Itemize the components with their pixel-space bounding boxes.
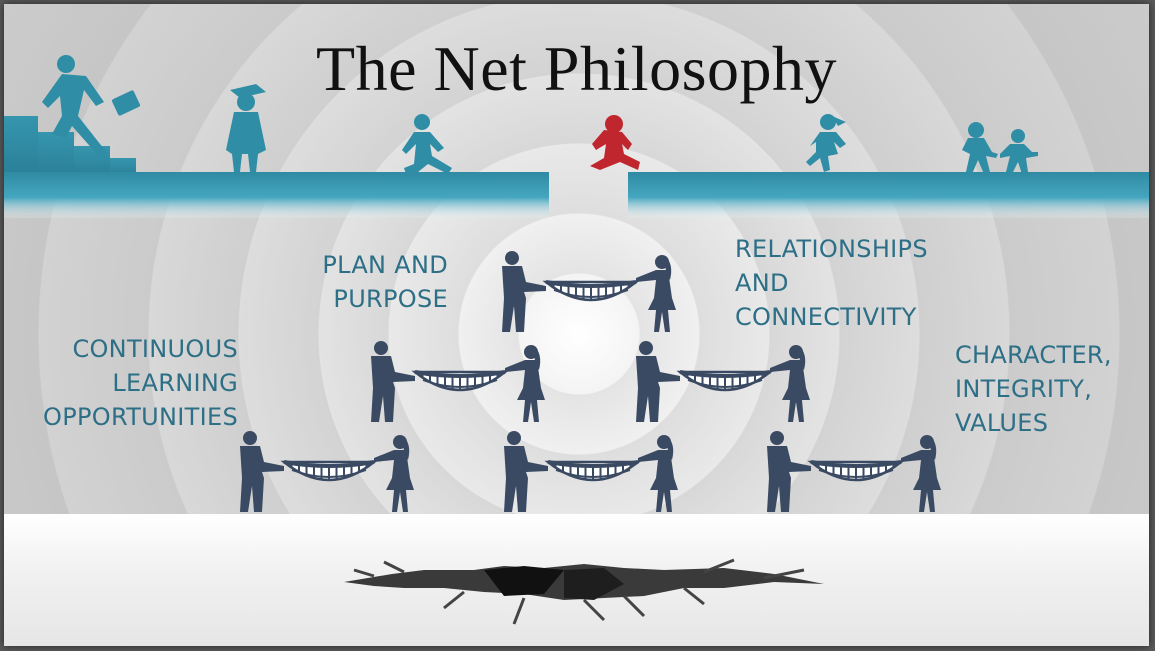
running-girl-silhouette xyxy=(806,114,846,172)
label-line: CONNECTIVITY xyxy=(735,303,917,331)
net-pair-4 xyxy=(240,431,414,512)
net-pairs-group xyxy=(240,251,941,512)
label-line: VALUES xyxy=(955,409,1049,437)
label-character: CHARACTER, INTEGRITY, VALUES xyxy=(955,338,1112,440)
man-silhouette xyxy=(240,431,284,512)
label-line: CONTINUOUS xyxy=(72,335,238,363)
net-pair-6 xyxy=(767,431,941,512)
label-line: LEARNING xyxy=(112,369,238,397)
man-silhouette xyxy=(371,341,415,422)
illustration xyxy=(4,55,1149,625)
ledge-left xyxy=(4,172,549,218)
man-silhouette xyxy=(504,431,548,512)
woman-silhouette xyxy=(636,255,676,332)
safety-net xyxy=(807,460,905,482)
safety-net xyxy=(542,280,640,302)
label-line: CHARACTER, xyxy=(955,341,1112,369)
net-pair-5 xyxy=(504,431,678,512)
label-relationships: RELATIONSHIPS AND CONNECTIVITY xyxy=(735,232,928,334)
running-child-silhouette xyxy=(402,114,452,174)
man-silhouette xyxy=(502,251,546,332)
slide: The Net Philosophy CONTINUOUS LEARNING O… xyxy=(4,4,1149,646)
falling-child-silhouette xyxy=(590,115,640,170)
label-line: PLAN AND xyxy=(322,251,448,279)
floor-crack xyxy=(344,558,824,625)
woman-silhouette xyxy=(770,345,810,422)
woman-silhouette xyxy=(505,345,545,422)
businessman-silhouette xyxy=(42,55,141,160)
label-line: INTEGRITY, xyxy=(955,375,1093,403)
label-line: OPPORTUNITIES xyxy=(43,403,238,431)
man-silhouette xyxy=(636,341,680,422)
label-line: RELATIONSHIPS xyxy=(735,235,928,263)
safety-net xyxy=(411,370,509,392)
net-pair-1 xyxy=(502,251,676,332)
page-title: The Net Philosophy xyxy=(316,33,837,104)
man-silhouette xyxy=(767,431,811,512)
label-line: AND xyxy=(735,269,789,297)
ledge-right xyxy=(628,172,1149,218)
woman-silhouette xyxy=(901,435,941,512)
woman-silhouette xyxy=(374,435,414,512)
children-pair-silhouette xyxy=(962,122,1038,174)
net-pair-3 xyxy=(636,341,810,422)
safety-net xyxy=(676,370,774,392)
safety-net xyxy=(280,460,378,482)
net-pair-2 xyxy=(371,341,545,422)
graduate-silhouette xyxy=(226,84,266,172)
label-plan-purpose: PLAN AND PURPOSE xyxy=(294,248,448,316)
safety-net xyxy=(544,460,642,482)
label-line: PURPOSE xyxy=(333,285,448,313)
label-continuous-learning: CONTINUOUS LEARNING OPPORTUNITIES xyxy=(24,332,238,434)
woman-silhouette xyxy=(638,435,678,512)
